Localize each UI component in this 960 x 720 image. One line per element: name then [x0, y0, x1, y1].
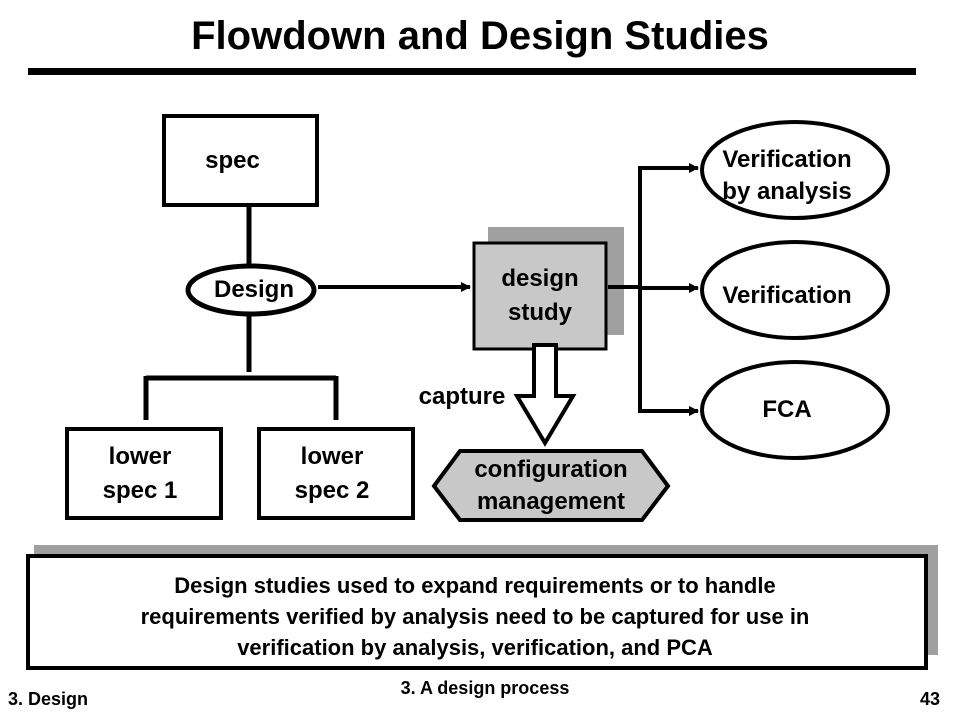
- lower-spec-1-line-2: spec 1: [102, 477, 178, 504]
- note-box: [26, 554, 928, 670]
- verification-by-analysis-line-1: Verification: [722, 146, 852, 173]
- verification-by-analysis-line-2: by analysis: [722, 178, 852, 205]
- capture-arrow: [513, 343, 577, 447]
- design-study-label: design study: [474, 262, 606, 330]
- note-line-2: requirements verified by analysis need t…: [140, 604, 810, 629]
- design-study-line-2: study: [507, 299, 572, 326]
- configuration-management-hexagon: [431, 449, 671, 522]
- configuration-management-line-1: configuration: [474, 456, 628, 483]
- verification-by-analysis-ellipse: [700, 120, 890, 220]
- lower-spec-1-line-1: lower: [108, 443, 172, 470]
- footer-section: 3. Design: [8, 689, 89, 709]
- design-ellipse: [185, 263, 317, 317]
- design-study-box: [472, 241, 608, 351]
- lower-spec-1-box: [65, 427, 223, 520]
- note-line-3: verification by analysis, verification, …: [237, 635, 713, 660]
- lower-spec-2-label: lower spec 2: [259, 440, 405, 508]
- spec-label: spec: [205, 147, 260, 174]
- design-study-line-1: design: [501, 265, 579, 292]
- footer-subtitle: 3. A design process: [400, 678, 570, 698]
- lower-spec-2-box: [257, 427, 415, 520]
- verification-label: Verification: [722, 282, 852, 309]
- configuration-management-label: configuration management: [440, 454, 662, 518]
- fca-label: FCA: [762, 396, 812, 423]
- lower-spec-2-line-2: spec 2: [294, 477, 370, 504]
- verification-by-analysis-label: Verification by analysis: [700, 144, 874, 208]
- spec-box: [162, 114, 319, 207]
- note-text: Design studies used to expand requiremen…: [30, 570, 920, 663]
- design-label: Design: [213, 276, 294, 303]
- lower-spec-1-label: lower spec 1: [67, 440, 213, 508]
- title-underline: [28, 68, 916, 75]
- footer-page-number: 43: [919, 689, 940, 709]
- page-title: Flowdown and Design Studies: [191, 14, 769, 58]
- fca-ellipse: [700, 360, 890, 460]
- lower-spec-2-line-1: lower: [300, 443, 364, 470]
- verification-ellipse: [700, 240, 890, 340]
- note-line-1: Design studies used to expand requiremen…: [174, 573, 776, 598]
- configuration-management-line-2: management: [476, 488, 626, 515]
- capture-label: capture: [418, 383, 506, 410]
